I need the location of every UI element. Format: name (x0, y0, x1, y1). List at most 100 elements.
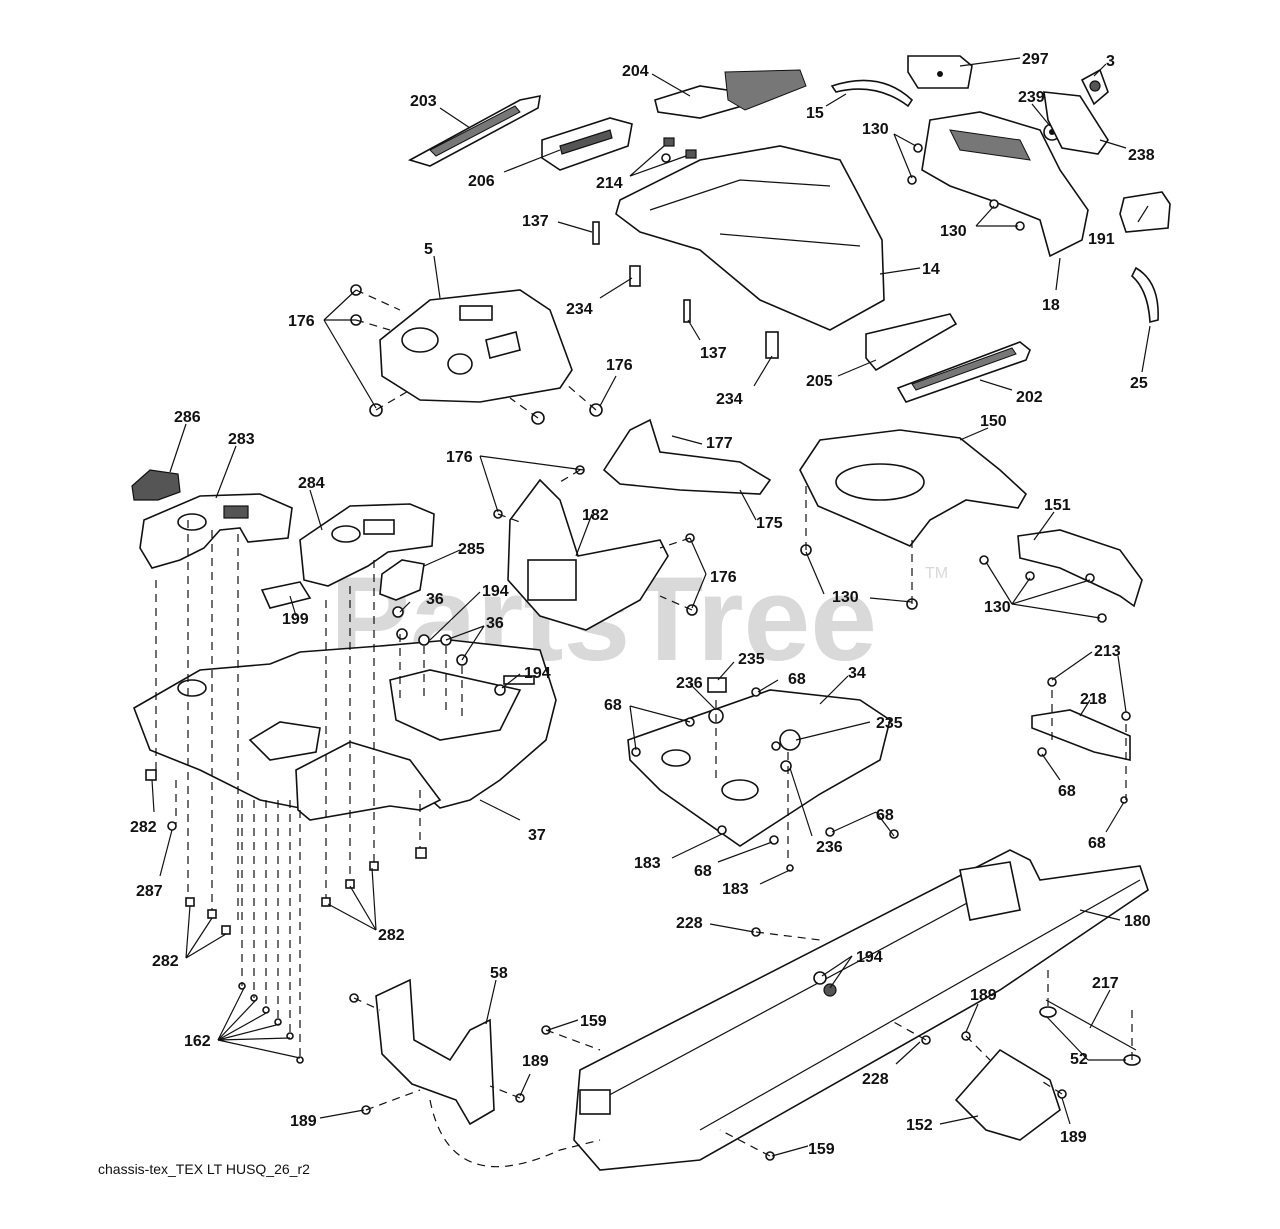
callout-297: 297 (1022, 51, 1049, 68)
callout-58: 58 (490, 965, 508, 982)
callout-199: 199 (282, 611, 309, 628)
callout-159-a: 159 (580, 1013, 607, 1030)
callout-189-c: 189 (290, 1113, 317, 1130)
callout-218: 218 (1080, 691, 1107, 708)
part-18-dash-panel (921, 111, 1089, 258)
callout-282-b: 282 (378, 927, 405, 944)
callout-52: 52 (1070, 1051, 1088, 1068)
callout-235-b: 235 (876, 715, 903, 732)
part-235-bushing (707, 677, 727, 693)
callout-234-b: 234 (716, 391, 743, 408)
callout-177: 177 (706, 435, 733, 452)
callout-287: 287 (136, 883, 163, 900)
callout-68-a: 68 (788, 671, 806, 688)
diagram-caption: chassis-tex_TEX LT HUSQ_26_r2 (98, 1161, 310, 1177)
part-204-vent-cover (654, 69, 807, 119)
callout-176-a: 176 (288, 313, 315, 330)
part-52-washer-a (1039, 1006, 1057, 1018)
part-5-dashboard (379, 289, 573, 403)
alignment-lines (155, 289, 1133, 1168)
callout-204: 204 (622, 63, 649, 80)
callout-68-f: 68 (694, 863, 712, 880)
callout-130-a: 130 (862, 121, 889, 138)
callout-68-d: 68 (876, 807, 894, 824)
callout-68-e: 68 (1088, 835, 1106, 852)
callout-14: 14 (922, 261, 940, 278)
part-34-mount-plate (627, 689, 891, 847)
callout-236-b: 236 (816, 839, 843, 856)
callout-282-c: 282 (152, 953, 179, 970)
part-37-body-pan (133, 639, 557, 821)
callout-137-a: 137 (522, 213, 549, 230)
callout-176-d: 176 (710, 569, 737, 586)
callout-194-c: 194 (856, 949, 883, 966)
callout-189-a: 189 (970, 987, 997, 1004)
callout-36-a: 36 (426, 591, 444, 608)
callout-183-b: 183 (722, 881, 749, 898)
callout-285: 285 (458, 541, 485, 558)
part-218-bracket (1031, 709, 1131, 761)
part-25-trim (1131, 266, 1159, 324)
callout-36-b: 36 (486, 615, 504, 632)
part-214-clip-a (663, 137, 675, 147)
part-14-hood (615, 145, 885, 331)
callout-282-a: 282 (130, 819, 157, 836)
callout-183-a: 183 (634, 855, 661, 872)
part-297-cap (907, 55, 973, 89)
part-151-bracket (1017, 529, 1143, 608)
callout-189-b: 189 (522, 1053, 549, 1070)
callout-191: 191 (1088, 231, 1115, 248)
part-283-fender-cover (139, 493, 293, 569)
part-3-knob (1080, 68, 1109, 106)
callout-68-b: 68 (604, 697, 622, 714)
callout-286: 286 (174, 409, 201, 426)
callout-18: 18 (1042, 297, 1060, 314)
callout-175: 175 (756, 515, 783, 532)
part-152-shield (954, 1048, 1061, 1141)
part-214-clip-b (685, 149, 697, 159)
callout-130-b: 130 (940, 223, 967, 240)
callout-159-b: 159 (808, 1141, 835, 1158)
part-284-fender-cover (299, 503, 435, 587)
callout-228-b: 228 (862, 1071, 889, 1088)
callout-37: 37 (528, 827, 546, 844)
part-15-trim (830, 79, 914, 108)
callout-238: 238 (1128, 147, 1155, 164)
callout-162: 162 (184, 1033, 211, 1050)
callout-214: 214 (596, 175, 623, 192)
part-182-front-panel (507, 478, 669, 631)
callout-180: 180 (1124, 913, 1151, 930)
callout-3: 3 (1106, 53, 1115, 70)
callout-217: 217 (1092, 975, 1119, 992)
callout-34: 34 (848, 665, 866, 682)
callout-68-c: 68 (1058, 783, 1076, 800)
part-286-lens (131, 469, 181, 501)
callout-194-b: 194 (524, 665, 551, 682)
leader-lines (151, 57, 1151, 1157)
callout-194-a: 194 (482, 583, 509, 600)
callout-202: 202 (1016, 389, 1043, 406)
callout-205: 205 (806, 373, 833, 390)
callout-176-b: 176 (606, 357, 633, 374)
callout-283: 283 (228, 431, 255, 448)
callout-213: 213 (1094, 643, 1121, 660)
callout-284: 284 (298, 475, 325, 492)
callout-25: 25 (1130, 375, 1148, 392)
callout-labels: 203 204 297 3 15 239 130 238 206 214 137… (130, 51, 1155, 1158)
part-206-bracket (541, 117, 633, 171)
part-285-frame (379, 559, 425, 601)
part-203-grille (407, 94, 541, 167)
part-137-strip-a (592, 221, 600, 245)
callout-5: 5 (424, 241, 433, 258)
callout-150: 150 (980, 413, 1007, 430)
part-234-pad-a (629, 265, 641, 287)
part-137-strip-b (683, 299, 691, 323)
part-234-pad-b (765, 331, 779, 359)
callout-137-b: 137 (700, 345, 727, 362)
callout-236-a: 236 (676, 675, 703, 692)
callout-152: 152 (906, 1117, 933, 1134)
callout-176-c: 176 (446, 449, 473, 466)
part-205-vent (865, 313, 958, 372)
